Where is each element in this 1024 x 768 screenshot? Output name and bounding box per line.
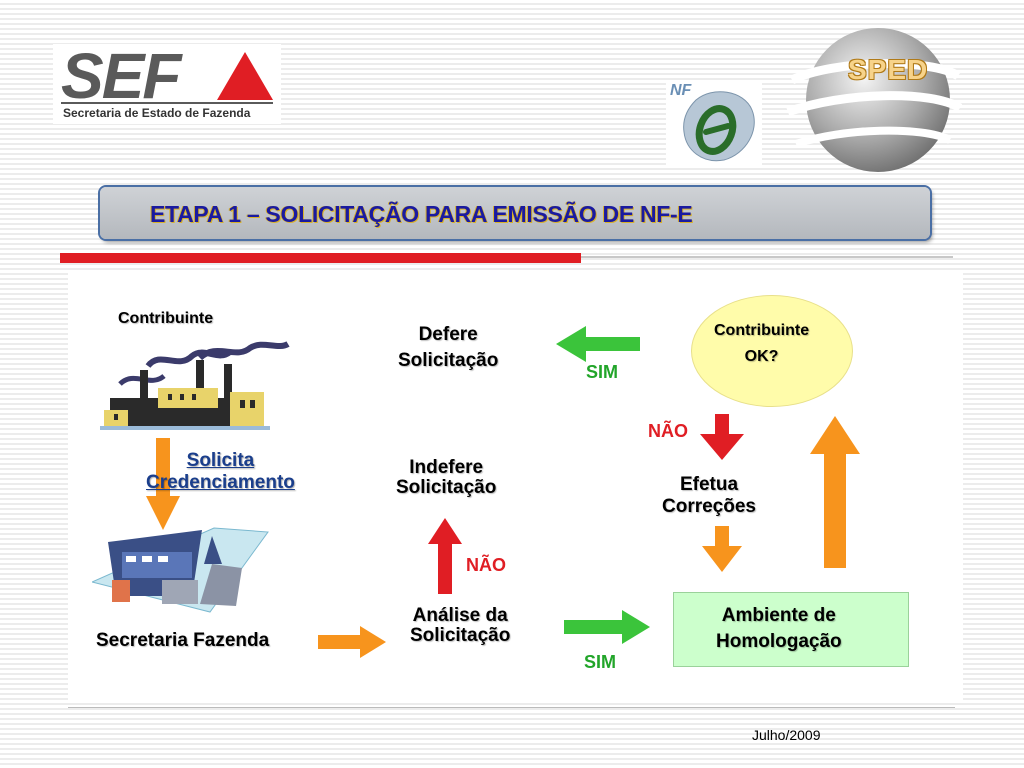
sped-logo: SPED [782,20,962,180]
sef-logo-letters: SEF [61,40,181,112]
arrow-right-sim-bottom [564,610,650,644]
ok-line2: OK? [744,348,779,365]
red-divider [60,253,581,263]
arrow-down-efetua [702,526,742,572]
indefere-solicitacao-label: Indefere Solicitação [396,458,496,498]
nfe-map-icon [683,91,755,162]
efetua-correcoes-label: Efetua Correções [662,474,756,518]
defere-line2: Solicitação [398,350,499,371]
solicita-credenciamento-link[interactable]: Solicita Credenciamento [146,450,295,494]
contribuinte-label: Contribuinte [118,310,214,327]
efetua-line1: Efetua [679,474,739,495]
sim-top-label: SIM [586,362,619,382]
secretaria-building-icon [92,527,269,613]
nao-right-label: NÃO [648,421,688,441]
contribuinte-ok-decision [691,295,853,407]
arrow-left-sim-top [556,326,640,362]
sped-globe-icon [786,28,962,172]
solicita-line2: Credenciamento [146,472,295,493]
footer-date: Julho/2009 [752,727,821,743]
arrow-right-secretaria [318,626,386,658]
analise-solicitacao-label: Análise da Solicitação [410,606,510,646]
indefere-line2: Solicitação [396,477,497,498]
efetua-line2: Correções [662,496,756,517]
analise-line2: Solicitação [410,625,511,646]
solicita-line1: Solicita [186,450,255,471]
nfe-logo: NF [666,80,762,166]
defere-line1: Defere [418,324,478,345]
indefere-line1: Indefere [409,457,484,478]
arrow-up-nao-left [428,518,462,594]
ok-line1: Contribuinte [714,322,810,339]
nao-left-label: NÃO [466,555,506,575]
sef-logo-divider [61,102,273,104]
ambiente-line1: Ambiente de [721,605,836,626]
sped-logo-text: SPED [848,54,929,85]
footer-divider [68,707,955,708]
arrow-down-contribuinte [146,438,180,530]
analise-line1: Análise da [412,605,508,626]
ambiente-line2: Homologação [716,631,842,652]
defere-solicitacao-label: Defere Solicitação [398,322,498,374]
arrow-down-nao-right [700,414,744,460]
arrow-up-ambiente [810,416,860,568]
title-bar: ETAPA 1 – SOLICITAÇÃO PARA EMISSÃO DE NF… [100,187,930,239]
factory-icon [100,341,290,430]
ambiente-homologacao-label: Ambiente de Homologação [716,603,842,655]
sim-bottom-label: SIM [584,652,617,672]
secretaria-fazenda-label: Secretaria Fazenda [96,630,270,651]
ambiente-homologacao-box [673,592,909,667]
gray-divider [581,256,953,258]
sef-logo: SEF Secretaria de Estado de Fazenda [53,44,281,124]
nfe-logo-text: NF [670,82,692,99]
contribuinte-ok-label: Contribuinte OK? [714,318,809,370]
sef-triangle-icon [217,52,273,100]
sef-logo-subtitle: Secretaria de Estado de Fazenda [63,106,251,120]
page-title: ETAPA 1 – SOLICITAÇÃO PARA EMISSÃO DE NF… [150,201,693,227]
